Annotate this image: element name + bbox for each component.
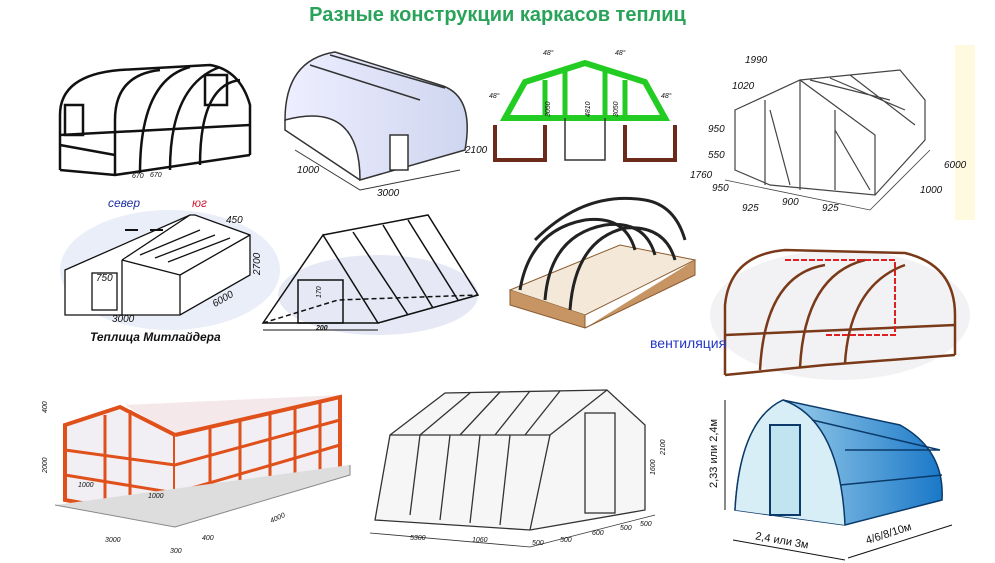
- dim-label: 670: [150, 172, 162, 179]
- north-label: север: [108, 196, 141, 210]
- dim-label: 950: [708, 124, 725, 135]
- dim-label: 670: [132, 173, 144, 180]
- dim-label: 500: [640, 521, 652, 528]
- dim-label: 3000: [105, 537, 121, 544]
- dim-label: 500: [560, 537, 572, 544]
- height-label: 2,33 или 2,4м: [708, 418, 720, 488]
- dim-label: 400: [42, 401, 49, 413]
- dim-label: 600: [592, 530, 604, 537]
- infographic-title: Разные конструкции каркасов теплиц: [309, 4, 686, 26]
- arched-greenhouse-frame: 670 670: [40, 45, 260, 185]
- dim-label: 6000: [944, 160, 967, 171]
- dim-label: 2100: [660, 439, 667, 455]
- dim-label: 1020: [732, 81, 755, 92]
- angle-label: 48°: [543, 50, 554, 57]
- glass-gable-greenhouse: 5300 1060 500 500 600 500 500 1600 2100: [370, 375, 690, 560]
- width-label: 200: [316, 325, 328, 332]
- dim-label: 500: [620, 525, 632, 532]
- dim-label: 1000: [920, 185, 943, 196]
- door-label: 750: [96, 273, 113, 284]
- mitlider-greenhouse: север юг 450 2700 750 3000 6000 Теплица …: [40, 190, 290, 350]
- angle-label: 48°: [615, 50, 626, 57]
- orange-gable-greenhouse: 400 2000 1000 1000 3000 4000 300 400: [30, 365, 370, 560]
- width-label: 1000: [297, 165, 320, 176]
- dim-label: 2000: [42, 457, 49, 473]
- a-frame-greenhouse: 200 170: [258, 210, 483, 345]
- arched-greenhouse-dimensions: 2100 1000 3000: [265, 40, 488, 200]
- height-label: 2100: [465, 145, 488, 156]
- dim-label: 900: [782, 197, 799, 208]
- ventilated-arched-greenhouse: вентиляция: [650, 235, 970, 380]
- width-label: 3000: [112, 314, 135, 325]
- dim-label: 1760: [690, 170, 713, 181]
- angle-label: 48°: [661, 93, 672, 100]
- dim-label: 1600: [650, 459, 657, 475]
- dim-label: 5300: [410, 535, 426, 542]
- dim-label: 1060: [472, 537, 488, 544]
- height-label: 3050: [613, 101, 620, 117]
- dim-label: 950: [712, 183, 729, 194]
- dim-label: 925: [822, 203, 839, 214]
- dim-label: 550: [708, 150, 725, 161]
- height-label: 4810: [585, 101, 592, 117]
- dim-label: 400: [202, 535, 214, 542]
- south-label: юг: [192, 196, 207, 210]
- dim-label: 925: [742, 203, 759, 214]
- mitlider-caption: Теплица Митлайдера: [90, 330, 221, 344]
- dim-label: 450: [226, 215, 243, 226]
- arched-garden-bed: [505, 180, 705, 330]
- gable-greenhouse-frame: 1990 1020 950 550 1760 950 925 900 925 6…: [690, 40, 980, 230]
- dim-label: 300: [170, 548, 182, 555]
- height-label: 170: [316, 286, 323, 298]
- dim-label: 1990: [745, 55, 768, 66]
- dim-label: 1000: [148, 493, 164, 500]
- dim-label: 500: [532, 540, 544, 547]
- length-label: 3000: [377, 188, 400, 199]
- height-label: 3050: [545, 101, 552, 117]
- dim-label: 1000: [78, 482, 94, 489]
- polycarbonate-arched-greenhouse: 2,33 или 2,4м 2,4 или 3м 4/6/8/10м: [700, 380, 995, 563]
- angle-label: 48°: [489, 93, 500, 100]
- ventilation-label: вентиляция: [650, 335, 727, 351]
- mansard-greenhouse-frame: 48° 48° 48° 48° 3050 4810 3050: [485, 45, 685, 165]
